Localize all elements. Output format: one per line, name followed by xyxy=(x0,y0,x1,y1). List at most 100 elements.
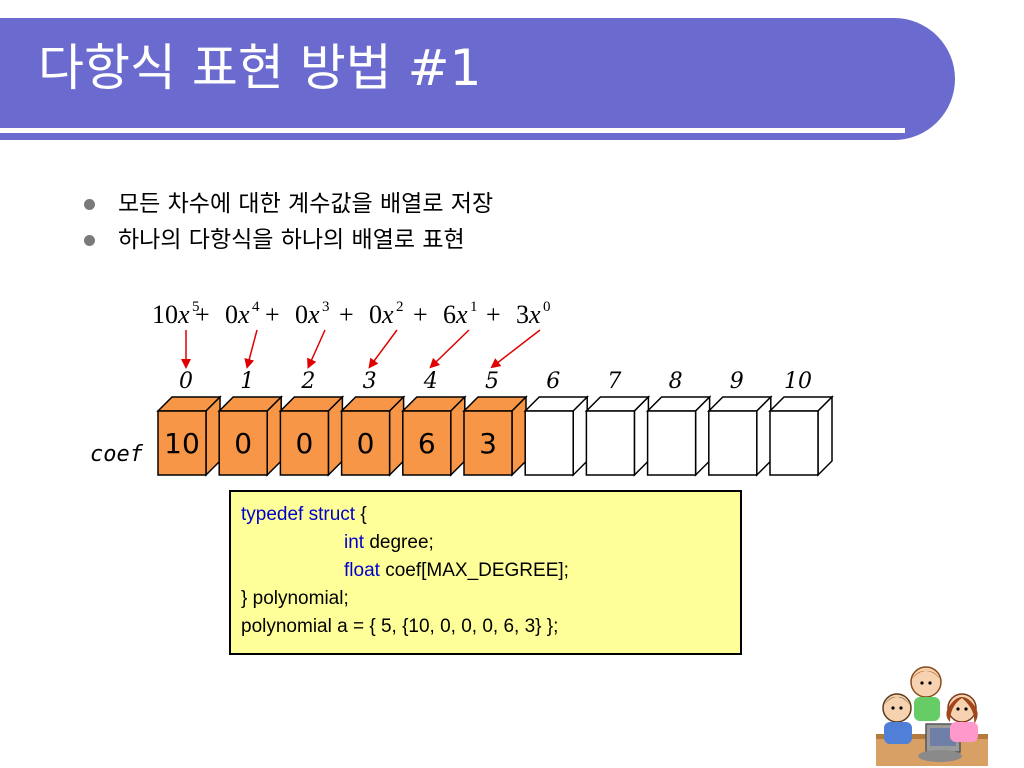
cell-side-face xyxy=(756,395,772,477)
array-index: 3 xyxy=(363,369,377,394)
cell-side-face xyxy=(388,395,405,477)
cell-front-face xyxy=(157,410,207,476)
array-cell: 3 xyxy=(462,395,528,477)
array-index: 0 xyxy=(179,369,193,394)
code-keyword: int xyxy=(344,532,365,553)
cell-front-face xyxy=(218,410,268,476)
array-cells: 10 0 0 0 6 3 xyxy=(156,395,834,477)
cell-front-face xyxy=(585,410,636,476)
formula-var: x xyxy=(177,300,190,329)
formula-var: x xyxy=(528,300,541,329)
cell-value: 0 xyxy=(234,427,252,460)
array-cell: 0 xyxy=(339,395,406,477)
code-keyword: struct xyxy=(308,504,356,525)
title-underline xyxy=(0,128,905,133)
code-text: coef[MAX_DEGREE]; xyxy=(379,560,569,581)
formula-coef: 6 xyxy=(443,300,456,329)
array-index: 9 xyxy=(730,369,744,394)
formula-sign: + xyxy=(413,300,428,329)
formula-var: x xyxy=(307,300,320,329)
bullet-text: 모든 차수에 대한 계수값을 배열로 저장 xyxy=(118,191,494,217)
bullet-list: 모든 차수에 대한 계수값을 배열로 저장 하나의 다항식을 하나의 배열로 표… xyxy=(84,186,493,258)
cell-side-face xyxy=(266,395,282,477)
bullet-dot-icon xyxy=(84,235,95,246)
formula-exp: 4 xyxy=(252,299,260,315)
array-cell xyxy=(768,395,834,477)
array-index: 10 xyxy=(784,369,812,394)
array-cell: 10 xyxy=(156,395,222,477)
cell-value: 10 xyxy=(164,427,200,460)
title-bar xyxy=(0,18,955,140)
formula-var: x xyxy=(237,300,250,329)
formula-coef: 0 xyxy=(295,300,308,329)
term-arrow xyxy=(490,329,541,369)
cell-side-face xyxy=(633,395,650,477)
array-index: 2 xyxy=(300,369,315,394)
cell-front-face xyxy=(463,410,513,476)
code-line: int degree; xyxy=(241,529,730,557)
array-index: 5 xyxy=(485,369,499,394)
formula-exp: 0 xyxy=(543,299,551,315)
array-index: 7 xyxy=(607,369,621,394)
code-line: float coef[MAX_DEGREE]; xyxy=(241,557,730,585)
code-line: } polynomial; xyxy=(241,588,349,609)
array-index: 4 xyxy=(423,369,438,394)
code-line: typedef struct { xyxy=(241,501,730,529)
bullet-item: 모든 차수에 대한 계수값을 배열로 저장 xyxy=(84,186,493,222)
code-keyword: float xyxy=(344,560,380,581)
cell-value: 0 xyxy=(295,427,313,460)
array-index: 1 xyxy=(240,369,254,394)
cell-front-face xyxy=(524,410,574,476)
formula-sign: + xyxy=(195,300,210,329)
cell-value: 6 xyxy=(418,427,436,460)
array-index: 6 xyxy=(546,369,560,394)
array-cell: 0 xyxy=(217,395,284,477)
array-cell xyxy=(706,395,773,477)
cell-side-face xyxy=(205,395,221,477)
array-index: 8 xyxy=(669,369,683,394)
cell-front-face xyxy=(708,410,758,476)
cell-value: 0 xyxy=(357,427,375,460)
cell-side-face xyxy=(817,395,833,477)
cell-front-face xyxy=(769,410,819,476)
cell-front-face xyxy=(340,410,391,476)
cell-side-face xyxy=(694,395,711,477)
formula-exp: 5 xyxy=(192,299,200,315)
formula-var: x xyxy=(455,300,468,329)
code-text: { xyxy=(355,504,367,525)
term-arrow xyxy=(368,329,398,369)
array-cell xyxy=(584,395,651,477)
cell-front-face xyxy=(646,410,697,476)
cell-side-face xyxy=(511,395,527,477)
cell-side-face xyxy=(327,395,344,477)
code-box: typedef struct { int degree; float coef[… xyxy=(229,490,742,655)
formula-exp: 3 xyxy=(322,299,330,315)
formula-coef: 0 xyxy=(369,300,382,329)
formula-coef: 3 xyxy=(516,300,529,329)
bullet-text: 하나의 다항식을 하나의 배열로 표현 xyxy=(118,227,465,253)
slide-title: 다항식 표현 방법 #1 xyxy=(38,39,482,97)
bullet-dot-icon xyxy=(84,199,95,210)
array-cell: 0 xyxy=(278,395,345,477)
formula-coef: 0 xyxy=(225,300,238,329)
formula-exp: 1 xyxy=(470,299,478,315)
cell-side-face xyxy=(450,395,466,477)
code-text: degree; xyxy=(364,532,434,553)
code-line: polynomial a = { 5, {10, 0, 0, 0, 6, 3} … xyxy=(241,616,559,637)
formula-var: x xyxy=(381,300,394,329)
formula-exp: 2 xyxy=(396,299,404,315)
cell-front-face xyxy=(279,410,330,476)
formula-sign: + xyxy=(486,300,501,329)
array-cell: 6 xyxy=(400,395,467,477)
term-arrow xyxy=(429,329,470,369)
formula-coef: 10 xyxy=(152,300,178,329)
cell-value: 3 xyxy=(479,427,497,460)
cell-front-face xyxy=(402,410,452,476)
array-cell xyxy=(645,395,712,477)
